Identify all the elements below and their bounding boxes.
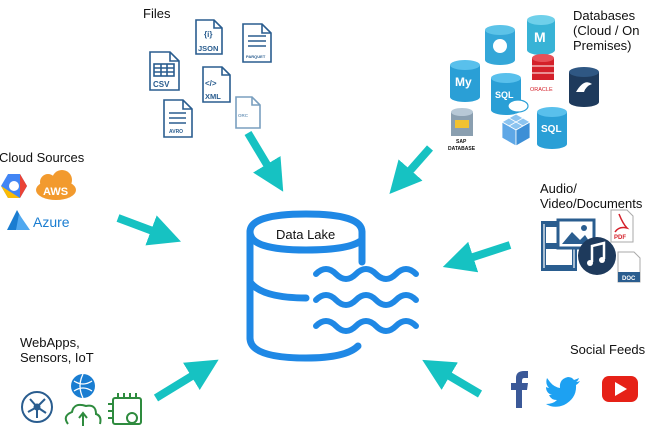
youtube-icon: [602, 376, 638, 402]
arrow-from-cloud: [116, 214, 181, 246]
audio-video-label-line-1: Audio/: [540, 181, 577, 196]
svg-text:ORACLE: ORACLE: [530, 87, 553, 93]
oracle-icon: ORACLE: [530, 54, 554, 93]
arrow-from-social: [422, 359, 483, 398]
music-note-icon: [578, 237, 616, 275]
csv-file-icon: CSV: [149, 51, 180, 91]
svg-text:XML: XML: [205, 92, 221, 101]
avro-file-icon: AVRO: [163, 99, 193, 138]
media-icons: PDF DOC: [541, 209, 641, 283]
svg-text:SQL: SQL: [495, 90, 514, 100]
svg-text:DOC: DOC: [622, 276, 636, 282]
svg-text:ORC: ORC: [238, 113, 249, 118]
cloud-sources-label: Cloud Sources: [0, 150, 85, 165]
aws-icon: AWS: [36, 170, 76, 200]
cloud-source-icons: AWS Azure: [1, 170, 76, 230]
azure-icon: Azure: [7, 210, 70, 230]
files-label: Files: [143, 6, 171, 21]
social-feeds-label: Social Feeds: [570, 342, 646, 357]
databases-label-line-3: Premises): [573, 38, 632, 53]
mysql-icon: My: [450, 60, 480, 102]
data-lake-icon: [246, 210, 366, 362]
xml-file-icon: </> XML: [202, 66, 231, 103]
arrow-from-databases: [389, 145, 433, 194]
parquet-file-icon: PARQUET: [242, 23, 272, 63]
network-hub-icon: [21, 391, 53, 423]
webapps-label-line-1: WebApps,: [20, 335, 80, 350]
arrow-from-audio-video: [442, 241, 512, 273]
facebook-icon: [511, 371, 528, 408]
svg-text:PARQUET: PARQUET: [246, 54, 266, 59]
sql-icon: SQL: [537, 107, 567, 149]
cube-database-icon: [501, 113, 531, 147]
twitter-icon: [546, 377, 580, 407]
social-icons: [511, 371, 638, 408]
svg-text:AWS: AWS: [43, 186, 68, 198]
svg-text:DATABASE: DATABASE: [448, 146, 476, 152]
doc-file-icon: DOC: [617, 251, 641, 283]
cloud-upload-icon: [64, 403, 102, 426]
json-file-icon: {i} JSON: [195, 19, 223, 55]
postgresql-icon: [485, 25, 515, 65]
databases-label: Databases (Cloud / On Premises): [573, 8, 639, 53]
data-lake-waves: [313, 266, 419, 334]
webapps-label-line-2: Sensors, IoT: [20, 350, 94, 365]
arrows: [116, 130, 512, 402]
seal-database-icon: [569, 67, 599, 107]
google-cloud-icon: [1, 174, 27, 198]
webapps-sensors-iot-label: WebApps, Sensors, IoT: [20, 335, 94, 365]
pdf-file-icon: PDF: [610, 209, 634, 243]
mariadb-icon: M: [527, 15, 555, 55]
databases-label-line-1: Databases: [573, 8, 636, 23]
svg-text:JSON: JSON: [198, 44, 218, 53]
svg-text:Azure: Azure: [33, 214, 70, 230]
svg-text:SAP: SAP: [456, 139, 467, 145]
arrow-from-webapps: [153, 359, 219, 402]
iot-icons: [21, 373, 142, 426]
svg-text:{i}: {i}: [204, 30, 212, 39]
chip-sensor-icon: [108, 393, 142, 425]
orc-file-icon: ORC: [235, 96, 261, 129]
svg-text:AVRO: AVRO: [169, 129, 183, 135]
arrow-from-files: [244, 130, 284, 192]
svg-text:My: My: [455, 75, 472, 89]
globe-app-icon: [71, 373, 95, 399]
sql-cloud-icon: SQL: [491, 73, 529, 115]
svg-text:SQL: SQL: [541, 124, 562, 135]
audio-video-label-line-2: Video/Documents: [540, 196, 643, 211]
databases-label-line-2: (Cloud / On: [573, 23, 640, 38]
audio-video-documents-label: Audio/ Video/Documents: [540, 181, 642, 211]
file-icons: {i} JSON PARQUET CSV </> XML: [149, 19, 272, 138]
svg-text:</>: </>: [205, 79, 217, 88]
sap-database-icon: SAP DATABASE: [448, 108, 476, 152]
svg-text:M: M: [534, 29, 546, 45]
database-icons: M My SQL ORACLE: [448, 15, 599, 152]
svg-text:PDF: PDF: [614, 235, 626, 241]
data-lake-label: Data Lake: [276, 227, 335, 242]
svg-text:CSV: CSV: [153, 80, 170, 89]
